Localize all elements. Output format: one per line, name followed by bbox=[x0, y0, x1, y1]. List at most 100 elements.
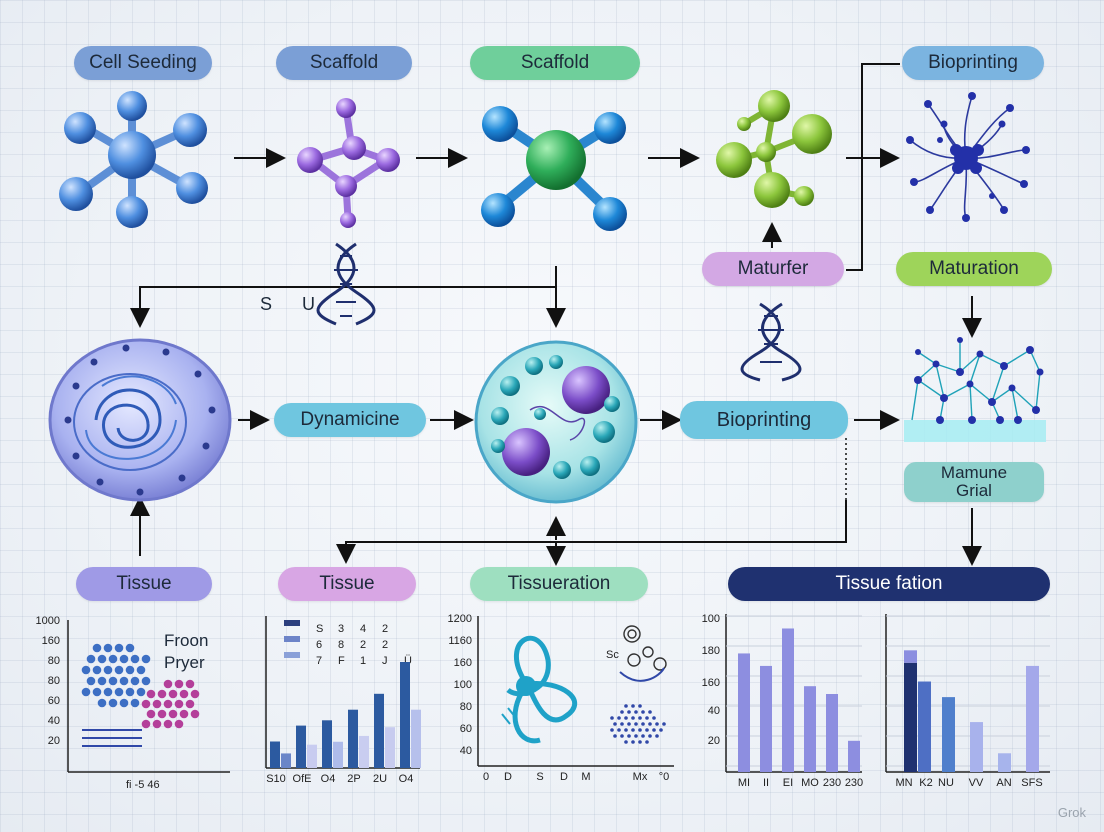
chart1-point-2 bbox=[158, 710, 167, 719]
chart3-dot bbox=[620, 710, 624, 714]
chart4-bar bbox=[738, 653, 750, 772]
chart3-dot bbox=[652, 716, 656, 720]
chart4-xtick: 230 bbox=[845, 777, 863, 789]
chart1-point bbox=[126, 644, 135, 653]
chart2-legend-swatch bbox=[284, 652, 300, 658]
chart3-dot bbox=[613, 722, 617, 726]
chart1-point-2 bbox=[191, 690, 200, 699]
chart3-dot bbox=[624, 704, 628, 708]
chart2-xtick: O4 bbox=[399, 773, 414, 785]
chart3-dot bbox=[638, 740, 642, 744]
chart1-point-2 bbox=[164, 720, 173, 729]
chart2-bar-light bbox=[359, 736, 369, 768]
chart3-dot bbox=[648, 722, 652, 726]
chart1-point bbox=[142, 677, 151, 686]
chart1-point bbox=[82, 666, 91, 675]
chart2-bar bbox=[348, 710, 358, 768]
chart2-bar-light bbox=[281, 753, 291, 768]
chart1-point bbox=[131, 699, 140, 708]
chart3-ytick: 60 bbox=[460, 723, 472, 735]
chart1-point-2 bbox=[175, 720, 184, 729]
chart3-dot bbox=[631, 728, 635, 732]
chart1-point-2 bbox=[169, 710, 178, 719]
chart1-point bbox=[87, 677, 96, 686]
chart1-point-2 bbox=[191, 710, 200, 719]
chart1-title-line2: Pryer bbox=[164, 653, 205, 672]
chart-3: 12001160160100806040 0DSDMMx°0 Sc bbox=[448, 613, 674, 783]
chart4-ytick: 160 bbox=[702, 677, 720, 689]
chart1-point-2 bbox=[169, 690, 178, 699]
chart1-point bbox=[131, 655, 140, 664]
chart1-point bbox=[93, 644, 102, 653]
chart2-bar-light bbox=[385, 727, 395, 768]
chart5-bar bbox=[942, 697, 955, 772]
chart1-point-2 bbox=[180, 710, 189, 719]
chart5-bar bbox=[970, 722, 983, 772]
chart1-point bbox=[120, 699, 129, 708]
chart5-xtick: AN bbox=[996, 777, 1011, 789]
chart1-ytick: 40 bbox=[48, 715, 60, 727]
chart4-xtick: MI bbox=[738, 777, 750, 789]
chart2-xtick: OfE bbox=[293, 773, 312, 785]
chart1-point bbox=[137, 666, 146, 675]
chart1-point bbox=[82, 688, 91, 697]
chart1-point bbox=[104, 688, 113, 697]
chart3-dot bbox=[641, 710, 645, 714]
chart2-legend-swatch bbox=[284, 636, 300, 642]
chart3-dot bbox=[645, 716, 649, 720]
chart3-dot bbox=[659, 728, 663, 732]
chart2-xtick: S10 bbox=[266, 773, 286, 785]
chart2-bar-light bbox=[411, 710, 421, 768]
chart1-point bbox=[98, 699, 107, 708]
chart5-xtick: NU bbox=[938, 777, 954, 789]
chart1-ytick: 80 bbox=[48, 655, 60, 667]
chart3-dot bbox=[613, 734, 617, 738]
chart1-point bbox=[93, 666, 102, 675]
chart1-ytick: 20 bbox=[48, 735, 60, 747]
chart3-dot bbox=[610, 716, 614, 720]
chart1-point bbox=[104, 644, 113, 653]
chart3-dot bbox=[645, 740, 649, 744]
chart3-dot bbox=[627, 734, 631, 738]
chart3-ytick: 1200 bbox=[448, 613, 472, 625]
chart2-legend-text: 3 bbox=[338, 623, 344, 635]
chart4-bar bbox=[760, 666, 772, 772]
chart1-point bbox=[115, 666, 124, 675]
chart4-ytick: 20 bbox=[708, 735, 720, 747]
chart1-point-2 bbox=[180, 690, 189, 699]
chart3-ytick: 80 bbox=[460, 701, 472, 713]
chart3-dot bbox=[655, 734, 659, 738]
chart4-xtick: MO bbox=[801, 777, 819, 789]
chart3-dot bbox=[631, 740, 635, 744]
chart1-point-2 bbox=[175, 680, 184, 689]
chart1-point-2 bbox=[147, 710, 156, 719]
chart3-ytick: 160 bbox=[454, 657, 472, 669]
chart1-point bbox=[131, 677, 140, 686]
chart1-point bbox=[115, 688, 124, 697]
chart3-dot bbox=[641, 734, 645, 738]
chart1-point bbox=[104, 666, 113, 675]
chart1-point-2 bbox=[164, 700, 173, 709]
chart2-legend-text: S bbox=[316, 623, 323, 635]
chart1-ytick: 80 bbox=[48, 675, 60, 687]
chart3-dot bbox=[648, 734, 652, 738]
chart3-dot bbox=[638, 716, 642, 720]
chart3-dot bbox=[631, 704, 635, 708]
chart3-dot bbox=[634, 710, 638, 714]
chart3-xtick: Mx bbox=[633, 771, 648, 783]
chart4-bar bbox=[848, 741, 860, 772]
chart2-bar bbox=[400, 662, 410, 768]
chart2-legend-text: J bbox=[382, 655, 388, 667]
chart2-bar-light bbox=[307, 745, 317, 768]
chart3-dot bbox=[634, 722, 638, 726]
chart1-point bbox=[87, 655, 96, 664]
chart1-ytick: 160 bbox=[42, 635, 60, 647]
chart3-dot bbox=[631, 716, 635, 720]
chart4-bar bbox=[826, 694, 838, 772]
chart4-xtick: II bbox=[763, 777, 769, 789]
chart3-dot bbox=[655, 722, 659, 726]
chart4-ytick: 100 bbox=[702, 613, 720, 625]
chart3-dot bbox=[645, 728, 649, 732]
chart3-ytick: 1160 bbox=[448, 635, 472, 647]
